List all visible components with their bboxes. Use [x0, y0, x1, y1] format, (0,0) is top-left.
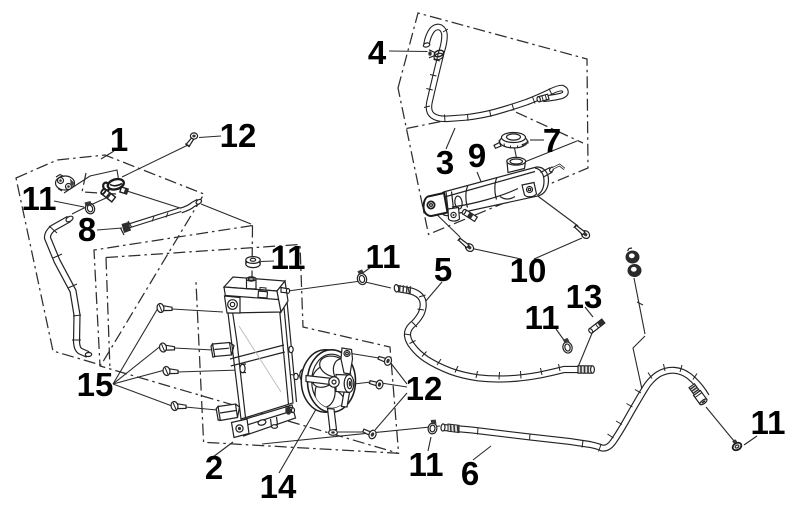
- svg-text:11: 11: [525, 299, 560, 336]
- svg-text:8: 8: [78, 211, 96, 248]
- svg-text:5: 5: [434, 251, 452, 288]
- svg-text:15: 15: [77, 366, 114, 403]
- svg-text:10: 10: [510, 252, 547, 289]
- svg-text:6: 6: [461, 455, 479, 492]
- svg-text:13: 13: [566, 278, 603, 315]
- svg-text:11: 11: [751, 404, 786, 441]
- svg-text:7: 7: [543, 122, 561, 159]
- svg-text:2: 2: [205, 449, 223, 486]
- svg-text:3: 3: [436, 144, 454, 181]
- svg-text:11: 11: [22, 180, 57, 217]
- svg-text:11: 11: [366, 238, 401, 275]
- svg-text:11: 11: [271, 239, 306, 276]
- svg-text:4: 4: [368, 34, 387, 71]
- svg-text:9: 9: [468, 137, 486, 174]
- svg-text:14: 14: [260, 468, 297, 505]
- svg-text:12: 12: [220, 117, 257, 154]
- svg-text:1: 1: [110, 121, 128, 158]
- svg-text:12: 12: [406, 370, 443, 407]
- svg-text:11: 11: [409, 446, 444, 483]
